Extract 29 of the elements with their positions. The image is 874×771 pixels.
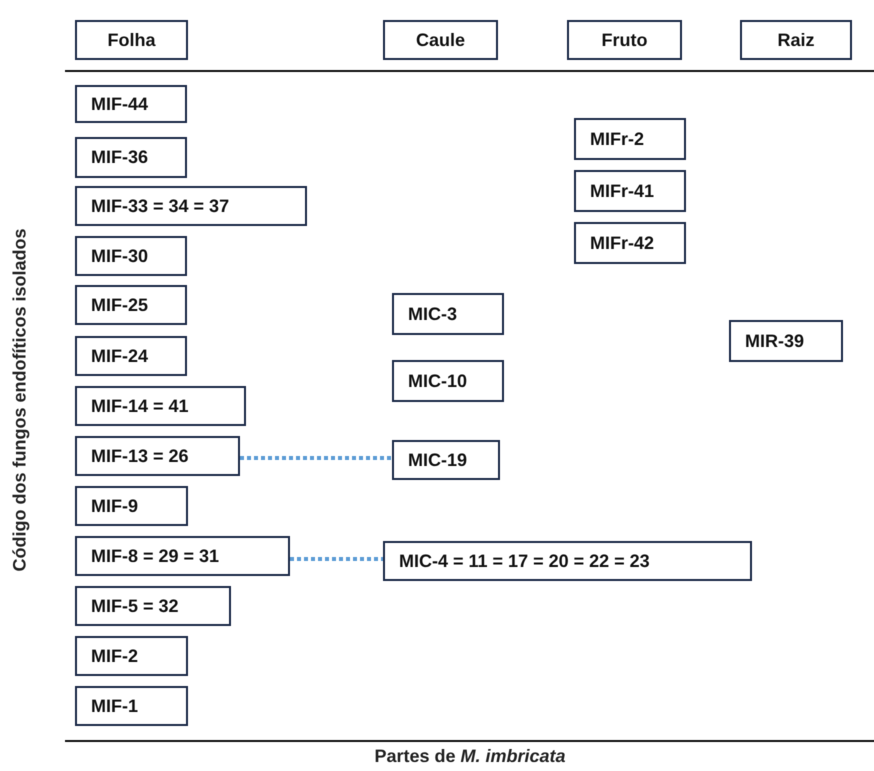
code-box: MIF-2 — [75, 636, 188, 676]
code-box: MIF-30 — [75, 236, 187, 276]
code-box: MIF-14 = 41 — [75, 386, 246, 426]
dotted-connector — [240, 456, 392, 460]
code-box: MIF-8 = 29 = 31 — [75, 536, 290, 576]
code-box: MIC-4 = 11 = 17 = 20 = 22 = 23 — [383, 541, 752, 581]
code-box: MIF-25 — [75, 285, 187, 325]
code-box: MIF-24 — [75, 336, 187, 376]
column-header-box: Folha — [75, 20, 188, 60]
code-box: MIF-5 = 32 — [75, 586, 231, 626]
code-box: MIFr-41 — [574, 170, 686, 212]
code-box: MIC-3 — [392, 293, 504, 335]
axis-title: Partes de M. imbricata — [374, 746, 566, 767]
code-box: MIF-36 — [75, 137, 187, 178]
code-box: MIF-1 — [75, 686, 188, 726]
column-header-box: Fruto — [567, 20, 682, 60]
code-box: MIC-10 — [392, 360, 504, 402]
code-box: MIF-9 — [75, 486, 188, 526]
dotted-connector — [290, 557, 383, 561]
code-box: MIFr-42 — [574, 222, 686, 264]
code-box: MIC-19 — [392, 440, 500, 480]
code-box: MIF-13 = 26 — [75, 436, 240, 476]
column-header-box: Raiz — [740, 20, 852, 60]
code-box: MIR-39 — [729, 320, 843, 362]
column-header-box: Caule — [383, 20, 498, 60]
axis-title: Código dos fungos endofíticos isolados — [10, 228, 30, 572]
code-box: MIFr-2 — [574, 118, 686, 160]
code-box: MIF-44 — [75, 85, 187, 123]
code-box: MIF-33 = 34 = 37 — [75, 186, 307, 226]
